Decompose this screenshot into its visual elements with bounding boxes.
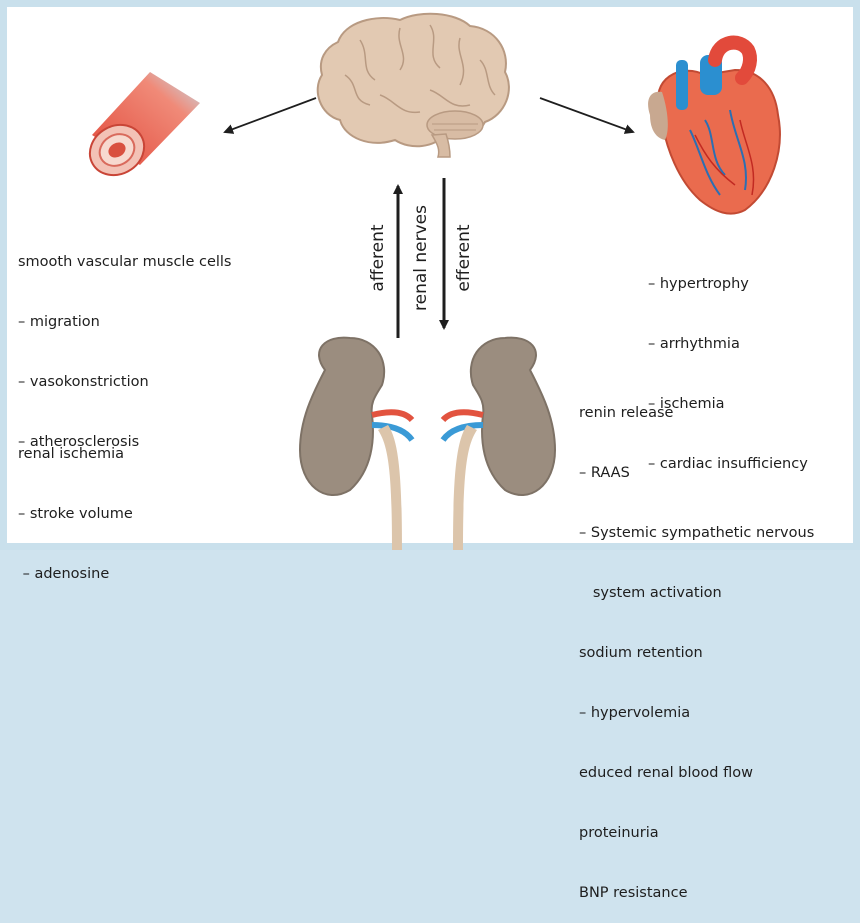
heart-line: – hypertrophy [648, 274, 808, 294]
afferent-label: afferent [368, 178, 388, 338]
brain-to-vessel-arrow [225, 98, 316, 132]
kidney-right-line: – Systemic sympathetic nervous [579, 523, 814, 543]
kidney-right-line: – RAAS [579, 463, 814, 483]
kidney-right-line: system activation [579, 583, 814, 603]
renal-nerves-label: renal nerves [411, 178, 431, 338]
efferent-label: efferent [454, 178, 474, 338]
vessel-line: – migration [18, 312, 231, 332]
brain-icon [318, 14, 509, 157]
kidney-right-line: proteinuria [579, 823, 814, 843]
kidney-left-line: – stroke volume [18, 504, 133, 524]
kidney-right-effects-text: renin release – RAAS – Systemic sympathe… [579, 363, 814, 923]
heart-line: – arrhythmia [648, 334, 808, 354]
kidney-right-line: BNP resistance [579, 883, 814, 903]
brain-to-heart-arrow [540, 98, 633, 132]
kidney-right-line: sodium retention [579, 643, 814, 663]
blood-vessel-icon [81, 72, 200, 185]
kidney-left-effects-text: renal ischemia – stroke volume – adenosi… [18, 404, 133, 604]
kidney-right-line: educed renal blood flow [579, 763, 814, 783]
vessel-line: – vasokonstriction [18, 372, 231, 392]
kidney-left-line: – adenosine [18, 564, 133, 584]
vessel-line: smooth vascular muscle cells [18, 252, 231, 272]
kidney-left-line: renal ischemia [18, 444, 133, 464]
kidney-right-line: renin release [579, 403, 814, 423]
heart-icon [648, 43, 780, 214]
kidney-right-line: – hypervolemia [579, 703, 814, 723]
kidneys-icon [300, 338, 555, 550]
